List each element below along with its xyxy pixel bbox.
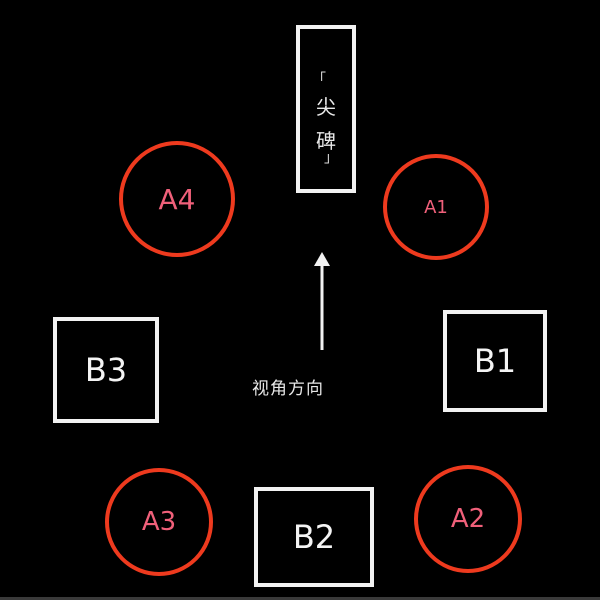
obelisk-bracket-open: 「 [312, 72, 326, 88]
circle-a4: A4 [119, 141, 235, 257]
box-b2: B2 [254, 487, 374, 587]
circle-a3-label: A3 [141, 507, 177, 537]
circle-a1-label: A1 [424, 196, 448, 218]
view-direction-label: 视角方向 [252, 379, 324, 399]
circle-a3: A3 [105, 468, 213, 576]
circle-a1: A1 [383, 154, 489, 260]
bottom-divider [0, 597, 600, 600]
circle-a2-label: A2 [450, 504, 486, 534]
box-b3: B3 [53, 317, 159, 423]
box-b1-label: B1 [473, 342, 517, 380]
obelisk-char-1: 尖 [316, 95, 336, 119]
circle-a2: A2 [414, 465, 522, 573]
circle-a4-label: A4 [158, 182, 196, 216]
arrow-up-icon [314, 252, 330, 350]
obelisk-marker: 「 尖 碑 」 [296, 25, 356, 193]
box-b2-label: B2 [292, 518, 336, 556]
box-b1: B1 [443, 310, 547, 412]
obelisk-char-2: 碑 [316, 129, 336, 153]
box-b3-label: B3 [84, 351, 128, 389]
obelisk-bracket-close: 」 [324, 150, 338, 166]
